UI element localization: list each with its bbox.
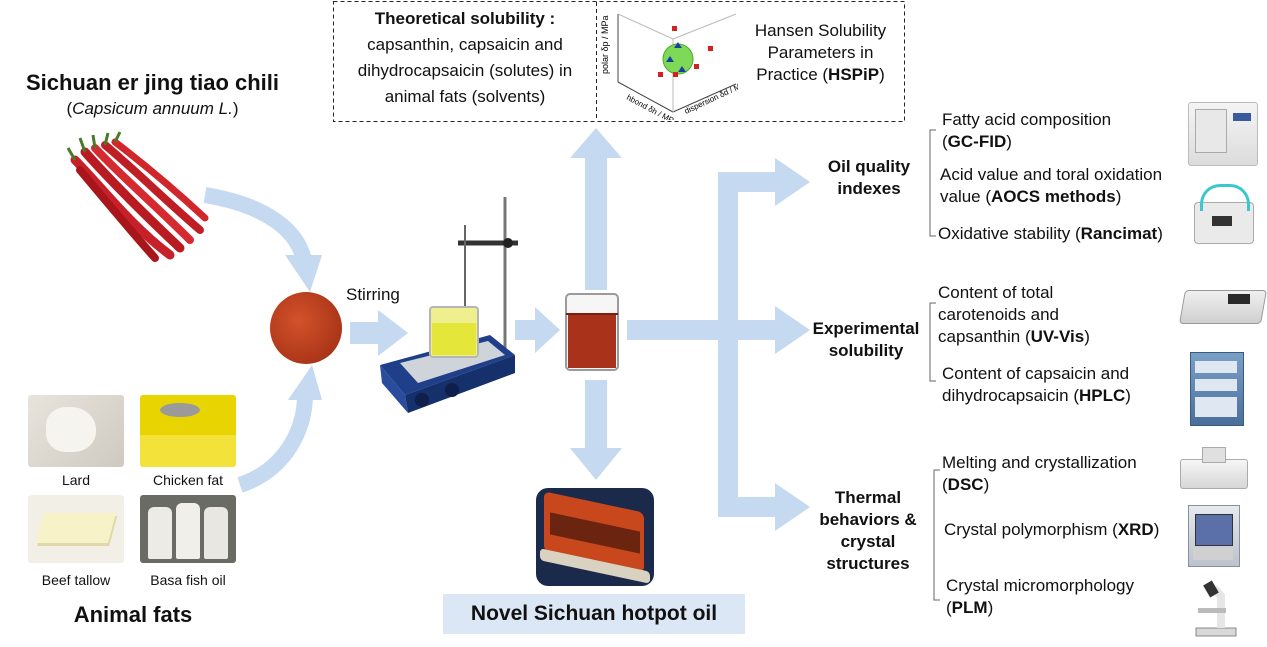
branch-top-arrowhead xyxy=(775,158,810,206)
gc-fid-instrument-image xyxy=(1188,102,1258,166)
hsp-line-1: Hansen Solubility xyxy=(754,21,887,40)
item-dsc: Melting and crystallization (DSC) xyxy=(942,453,1137,494)
plot-axis-polar: polar δp / MPa xyxy=(600,15,610,74)
theory-box xyxy=(333,1,905,122)
lard-image xyxy=(28,395,124,467)
plot-axis-disp: dispersion δd / MPa xyxy=(683,78,738,116)
product-title: Novel Sichuan hotpot oil xyxy=(443,594,745,634)
chili-peppers-image xyxy=(66,131,209,262)
branch-mid xyxy=(735,320,780,340)
xrd-instrument-image xyxy=(1188,505,1240,567)
hotpot-dish-image xyxy=(536,488,654,586)
fats-to-powder-arrow xyxy=(237,394,313,493)
item-xrd: Crystal polymorphism (XRD) xyxy=(944,520,1160,539)
beaker-image xyxy=(565,293,619,371)
stir-arrow-shaft xyxy=(350,322,380,344)
right-trunk xyxy=(627,320,722,340)
basa-fish-oil-image xyxy=(140,495,236,563)
up-arrow-shaft xyxy=(585,155,607,290)
down-arrow-shaft xyxy=(585,380,607,450)
hsp-text: Hansen Solubility Parameters in Practice… xyxy=(738,20,903,86)
theory-title: Theoretical solubility : xyxy=(374,9,556,28)
hsp-3d-plot: polar δp / MPa hbond δh / MPa dispersion… xyxy=(600,13,738,120)
item-gc-fid: Fatty acid composition (GC-FID) xyxy=(942,110,1112,151)
plot-axis-hbond: hbond δh / MPa xyxy=(625,93,680,120)
chili-powder-image xyxy=(270,292,342,364)
fat-label-chicken: Chicken fat xyxy=(152,472,224,488)
magnetic-stirrer-image xyxy=(380,197,518,413)
item-aocs: Acid value and toral oxidation value (AO… xyxy=(940,165,1163,206)
branch-bottom xyxy=(718,497,780,517)
chili-title: Sichuan er jing tiao chili xyxy=(25,70,280,95)
fat-label-basa: Basa fish oil xyxy=(150,572,226,588)
item-uv-vis: Content of total carotenoids and capsant… xyxy=(938,283,1090,346)
dsc-instrument-image xyxy=(1180,445,1248,489)
beaker-arrowhead xyxy=(535,307,560,353)
rancimat-instrument-image xyxy=(1190,180,1256,246)
branch-bottom-arrowhead xyxy=(775,483,810,531)
branch-mid-arrowhead xyxy=(775,306,810,354)
chili-to-powder-arrowhead xyxy=(285,255,322,292)
fat-label-lard: Lard xyxy=(61,472,91,488)
hsp-line-3: Practice (HSPiP) xyxy=(756,65,885,84)
theory-text: Theoretical solubility : capsanthin, cap… xyxy=(336,8,594,108)
stirring-label: Stirring xyxy=(346,285,400,304)
down-arrowhead xyxy=(570,448,622,480)
chicken-fat-image xyxy=(140,395,236,467)
theory-line-2: dihydrocapsaicin (solutes) in xyxy=(357,61,573,80)
up-arrowhead xyxy=(570,128,622,158)
fats-to-powder-arrowhead xyxy=(288,365,322,400)
bracket-thermal xyxy=(933,469,940,601)
bracket-experimental xyxy=(929,302,936,382)
chili-to-powder-arrow xyxy=(203,187,313,267)
hplc-instrument-image xyxy=(1190,352,1244,426)
bracket-oil-quality xyxy=(929,129,936,237)
beef-tallow-image xyxy=(28,495,124,563)
beaker-arrow-shaft xyxy=(515,320,537,340)
chili-species: (Capsicum annuum L.) xyxy=(66,99,239,118)
animal-fats-title: Animal fats xyxy=(73,602,193,627)
theory-line-1: capsanthin, capsaicin and xyxy=(367,35,563,54)
plm-microscope-image xyxy=(1195,580,1237,637)
branch-top xyxy=(718,172,780,192)
item-plm: Crystal micromorphology (PLM) xyxy=(946,576,1134,617)
stir-arrowhead xyxy=(378,310,408,356)
fat-label-beef: Beef tallow xyxy=(41,572,111,588)
uv-vis-instrument-image xyxy=(1179,280,1267,328)
vertical-branch xyxy=(718,172,738,517)
theory-line-3: animal fats (solvents) xyxy=(384,87,546,106)
item-hplc: Content of capsaicin and dihydrocapsaici… xyxy=(942,364,1131,405)
item-rancimat: Oxidative stability (Rancimat) xyxy=(938,224,1163,243)
hsp-line-2: Parameters in xyxy=(767,43,874,62)
